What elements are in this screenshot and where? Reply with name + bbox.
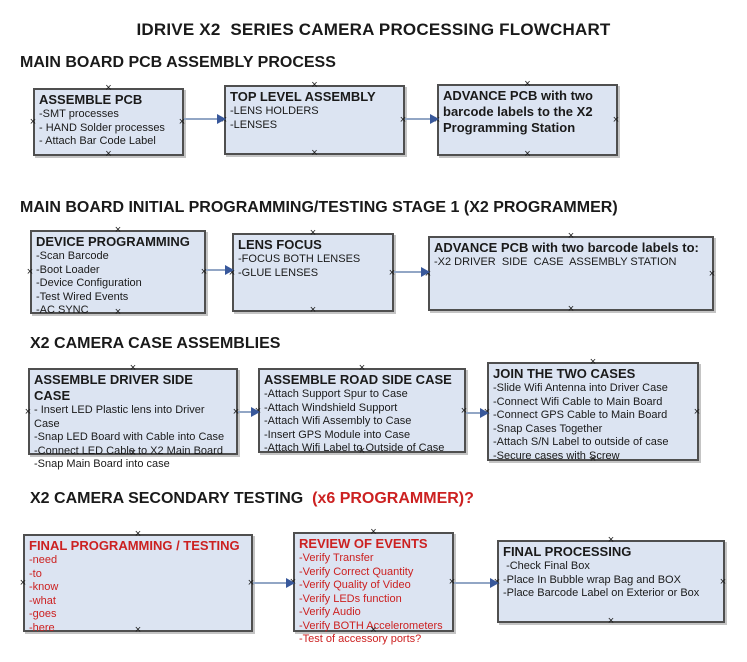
box-item: -to: [29, 567, 42, 580]
box-item: -Connect GPS Cable to Main Board: [493, 409, 668, 421]
box-item: - Insert LED Plastic lens into Driver Ca…: [34, 404, 208, 430]
box-item: -Snap Cases Together: [493, 422, 603, 435]
flow-connector: [253, 578, 295, 588]
anchor-x-icon: [28, 117, 38, 127]
anchor-x-icon: [310, 148, 320, 158]
box-item: -Verify Correct Quantity: [299, 565, 414, 578]
section-heading-case-assemblies: X2 CAMERA CASE ASSEMBLIES: [30, 335, 281, 352]
box-item: -Attach Support Spur to Case: [264, 388, 408, 400]
box-item: -Verify LEDs function: [299, 592, 402, 605]
box-title: FINAL PROGRAMMING / TESTING: [29, 538, 240, 553]
box-item: -Verify Transfer: [299, 552, 374, 564]
box-item: -Verify Audio: [299, 606, 361, 618]
box-item: -what: [29, 594, 56, 607]
anchor-x-icon: [566, 304, 576, 314]
box-item: -Scan Barcode: [36, 250, 109, 262]
box-lens-focus: LENS FOCUS -FOCUS BOTH LENSES -GLUE LENS…: [232, 233, 394, 312]
anchor-x-icon: [18, 578, 28, 588]
box-item: -Place In Bubble wrap Bag and BOX: [503, 573, 681, 586]
box-item: -goes: [29, 608, 57, 620]
anchor-x-icon: [308, 305, 318, 315]
box-item: -Connect LED Cable to X2 Main Board: [34, 444, 223, 457]
anchor-x-icon: [23, 407, 33, 417]
box-item: -know: [29, 581, 59, 593]
flow-connector: [394, 267, 430, 277]
flow-connector: [466, 408, 489, 418]
heading-red-part: (x6 PROGRAMMER)?: [307, 490, 474, 507]
box-advance-pcb-programming-station: ADVANCE PCB with two barcode labels to t…: [437, 84, 618, 156]
box-title: ASSEMBLE DRIVER SIDE CASE: [34, 372, 197, 403]
box-item: -Test Wired Events: [36, 290, 129, 303]
box-title: ADVANCE PCB with two barcode labels to:: [434, 240, 699, 255]
box-title: TOP LEVEL ASSEMBLY: [230, 89, 376, 104]
box-assemble-road-side-case: ASSEMBLE ROAD SIDE CASE -Attach Support …: [258, 368, 469, 454]
section-heading-pcb-assembly: MAIN BOARD PCB ASSEMBLY PROCESS: [20, 54, 336, 71]
box-item: -Connect Wifi Cable to Main Board: [493, 395, 663, 408]
box-top-level-assembly: TOP LEVEL ASSEMBLY -LENS HOLDERS -LENSES: [224, 85, 405, 155]
box-device-programming: DEVICE PROGRAMMING -Scan Barcode -Boot L…: [30, 230, 206, 316]
box-item: -Slide Wifi Antenna into Driver Case: [493, 382, 668, 394]
box-title: DEVICE PROGRAMMING: [36, 234, 190, 249]
box-item: -Attach Windshield Support: [264, 401, 398, 414]
box-item: -FOCUS BOTH LENSES: [238, 253, 361, 265]
box-item: -Boot Loader: [36, 263, 100, 276]
box-item: -Check Final Box: [503, 560, 590, 572]
box-title: JOIN THE TWO CASES: [493, 366, 636, 381]
section-heading-secondary-testing: X2 CAMERA SECONDARY TESTING (x6 PROGRAMM…: [30, 490, 474, 508]
box-item: -Snap Main Board into case: [34, 458, 170, 470]
box-item: -Verify Quality of Video: [299, 579, 411, 591]
box-item: -Test of accessory ports?: [299, 633, 422, 645]
box-final-processing: FINAL PROCESSING -Check Final Box -Place…: [497, 540, 725, 623]
flow-connector: [454, 578, 499, 588]
box-assemble-driver-side-case: ASSEMBLE DRIVER SIDE CASE - Insert LED P…: [28, 368, 238, 470]
box-item: -Insert GPS Module into Case: [264, 428, 411, 441]
box-item: -AC SYNC: [36, 304, 89, 316]
anchor-x-icon: [25, 267, 35, 277]
box-title: ASSEMBLE PCB: [39, 92, 143, 107]
box-item: - Attach Bar Code Label: [39, 135, 156, 147]
anchor-x-icon: [459, 406, 469, 416]
box-title: REVIEW OF EVENTS: [299, 536, 428, 551]
flow-connector: [405, 114, 439, 124]
box-item: -Device Configuration: [36, 277, 142, 289]
box-final-programming-testing: FINAL PROGRAMMING / TESTING -need -to -k…: [23, 534, 253, 634]
box-item: -Snap LED Board with Cable into Case: [34, 431, 225, 443]
box-item: -Attach S/N Label to outside of case: [493, 436, 669, 448]
anchor-x-icon: [606, 616, 616, 626]
box-join-the-two-cases: JOIN THE TWO CASES -Slide Wifi Antenna i…: [487, 362, 702, 462]
flow-connector: [238, 407, 260, 417]
box-title: ASSEMBLE ROAD SIDE CASE: [264, 372, 452, 387]
box-assemble-pcb: ASSEMBLE PCB -SMT processes - HAND Solde…: [33, 88, 184, 156]
box-item: -LENSES: [230, 118, 278, 131]
box-title: FINAL PROCESSING: [503, 544, 632, 559]
flow-connector: [206, 265, 234, 275]
anchor-x-icon: [523, 149, 533, 159]
box-item: -Attach Wifi Assembly to Case: [264, 415, 412, 427]
box-item: -Attach Wifi Label to Outside of Case: [264, 442, 445, 454]
flow-connector: [184, 114, 226, 124]
anchor-x-icon: [611, 115, 621, 125]
heading-black-part: X2 CAMERA SECONDARY TESTING: [30, 490, 308, 507]
section-heading-initial-programming: MAIN BOARD INITIAL PROGRAMMING/TESTING S…: [20, 199, 618, 216]
box-item: -GLUE LENSES: [238, 266, 319, 279]
anchor-x-icon: [692, 407, 702, 417]
box-item: -LENS HOLDERS: [230, 105, 319, 117]
box-item: -Verify BOTH Accelerometers: [299, 619, 443, 632]
anchor-x-icon: [104, 149, 114, 159]
box-item: -SMT processes: [39, 108, 119, 120]
anchor-x-icon: [707, 269, 717, 279]
box-item: - HAND Solder processes: [39, 121, 165, 134]
box-item: -here: [29, 621, 55, 634]
box-item: -X2 DRIVER SIDE CASE ASSEMBLY STATION: [434, 256, 677, 268]
anchor-x-icon: [398, 115, 408, 125]
box-title: LENS FOCUS: [238, 237, 322, 252]
page-title: IDRIVE X2 SERIES CAMERA PROCESSING FLOWC…: [136, 20, 611, 39]
box-item: -Place Barcode Label on Exterior or Box: [503, 587, 700, 599]
box-review-of-events: REVIEW OF EVENTS -Verify Transfer -Verif…: [293, 532, 454, 645]
box-item: -Secure cases with Screw: [493, 449, 620, 462]
box-item: -need: [29, 554, 58, 566]
anchor-x-icon: [718, 577, 728, 587]
box-title: ADVANCE PCB with two barcode labels to t…: [443, 88, 597, 135]
box-advance-pcb-driver-side-station: ADVANCE PCB with two barcode labels to: …: [428, 236, 714, 311]
